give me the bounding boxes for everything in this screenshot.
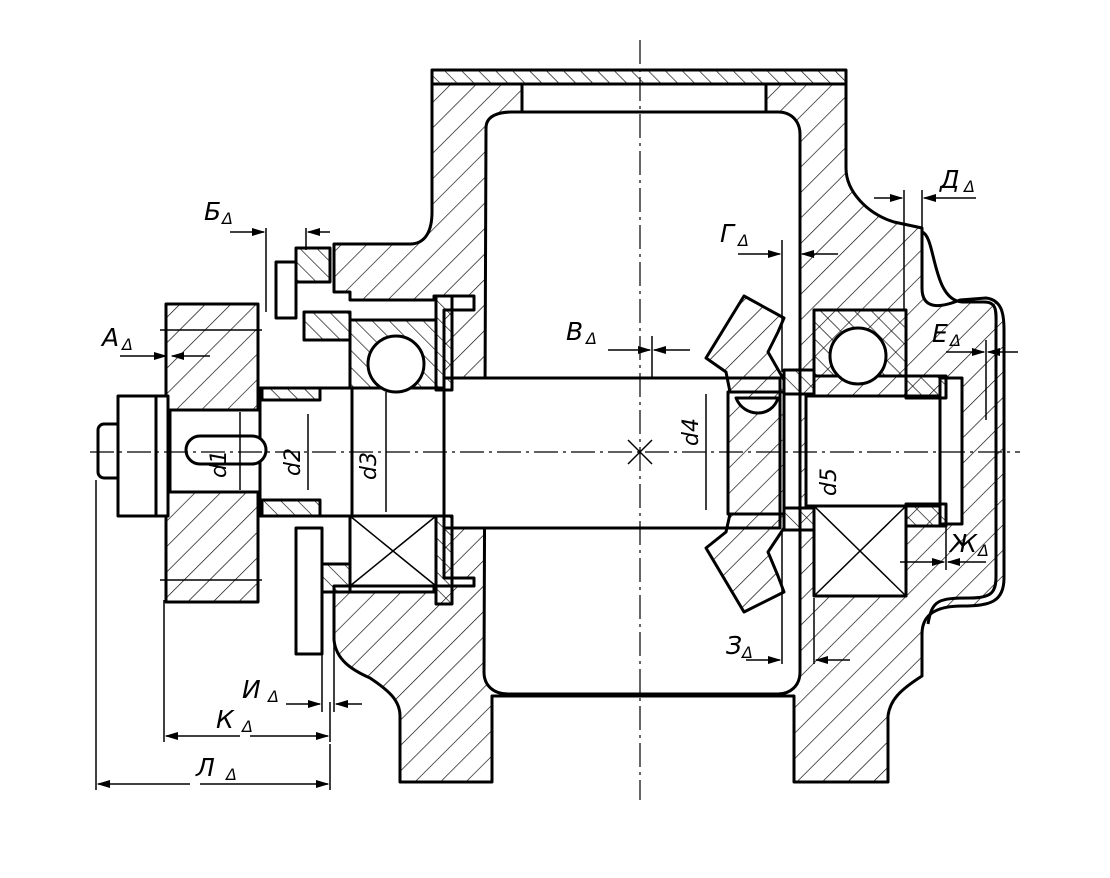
svg-text:Δ: Δ [266, 687, 279, 706]
shaft-middle-d4 [442, 376, 782, 530]
svg-text:Δ: Δ [948, 331, 961, 350]
nut [116, 394, 160, 518]
seal-lower [260, 498, 322, 518]
dim-d4: d4 [679, 418, 704, 446]
gap-dims: А Δ Б Δ В Δ Г Δ [95, 165, 1018, 790]
dim-D: Д Δ [874, 165, 976, 310]
svg-text:Б: Б [204, 197, 221, 226]
diameter-dims: d1 d2 d3 d4 d5 [207, 392, 842, 512]
svg-text:Δ: Δ [120, 335, 133, 354]
dim-d5: d5 [817, 468, 842, 496]
svg-text:Δ: Δ [962, 177, 975, 196]
dim-V: В Δ [566, 317, 690, 378]
svg-text:Л: Л [195, 753, 215, 782]
left-inner-cap-upper [434, 294, 454, 392]
svg-text:Δ: Δ [740, 643, 753, 662]
dim-K: К Δ [163, 600, 331, 742]
left-cover [260, 246, 352, 656]
pulley-upper-section [164, 302, 260, 412]
dim-I: И Δ [242, 596, 362, 712]
svg-text:А: А [100, 323, 119, 352]
right-spacer-upper [904, 374, 948, 400]
centre-lines [90, 40, 1020, 800]
gear-key [734, 396, 780, 415]
left-cover-flange [294, 526, 324, 656]
left-cover-upper [302, 310, 352, 342]
svg-text:З: З [726, 631, 742, 660]
svg-text:Δ: Δ [584, 329, 597, 348]
svg-text:Г: Г [720, 219, 736, 248]
end-cap [921, 230, 998, 625]
pulley-lower-section [164, 490, 260, 604]
dim-Zh: Ж Δ [900, 520, 989, 570]
left-bearing-ball [366, 334, 426, 394]
dim-Z: З Δ [726, 532, 850, 665]
right-bearing [782, 308, 948, 598]
seal-upper [260, 386, 322, 402]
svg-text:Δ: Δ [736, 231, 749, 250]
bevel-gear-hub [726, 390, 786, 516]
dim-A: А Δ [100, 323, 210, 361]
right-spacer-lower [904, 502, 948, 528]
dim-G: Г Δ [720, 219, 838, 372]
bevel-gear-upper [704, 294, 786, 394]
svg-text:Ж: Ж [948, 529, 978, 558]
svg-text:К: К [216, 705, 235, 734]
dim-E: Е Δ [932, 319, 1018, 420]
bevel-gear-lower [704, 512, 786, 614]
bolt-head [294, 246, 332, 284]
dim-d2: d2 [281, 448, 306, 476]
housing-top-cover [430, 68, 848, 86]
svg-text:Е: Е [932, 319, 948, 348]
washer [154, 394, 170, 518]
svg-text:Δ: Δ [976, 541, 989, 560]
dim-d3: d3 [357, 452, 382, 480]
housing-top-opening [520, 82, 768, 114]
gear-spacer-upper [782, 368, 816, 396]
svg-text:Δ: Δ [220, 209, 233, 228]
left-bearing [348, 294, 454, 606]
right-bearing-ball [828, 326, 888, 386]
end-nut [96, 394, 170, 518]
svg-text:Δ: Δ [240, 717, 253, 736]
key-slot [184, 434, 268, 466]
svg-text:В: В [566, 317, 583, 346]
left-inner-cap-lower [434, 514, 454, 606]
svg-text:И: И [242, 675, 261, 704]
svg-text:Д: Д [939, 165, 960, 194]
bevel-gear [704, 294, 786, 614]
svg-text:Δ: Δ [224, 765, 237, 784]
cover-bolt-washer [274, 260, 298, 320]
shaft-right-seat-d5 [804, 394, 958, 508]
dim-B: Б Δ [204, 197, 330, 312]
shaft-right-end-washer [938, 376, 964, 526]
dim-L: Л Δ [95, 480, 331, 790]
dim-d1: d1 [207, 450, 232, 478]
gear-spacer-lower [782, 506, 816, 532]
